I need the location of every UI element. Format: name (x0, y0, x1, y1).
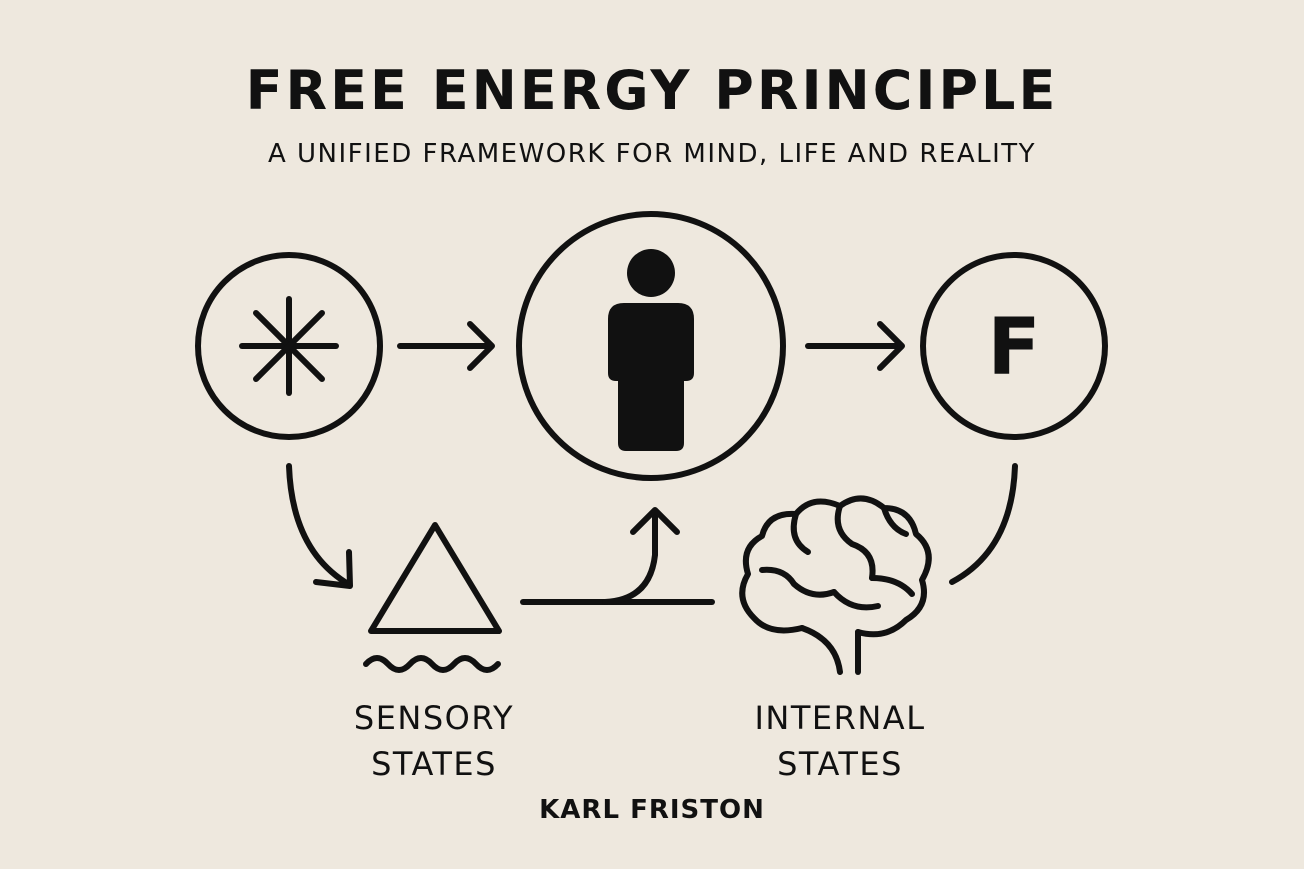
free-energy-node: F (920, 252, 1108, 440)
sensory-states-label: SENSORY STATES (284, 695, 584, 787)
arrow-internal-to-free-energy (949, 463, 1018, 585)
environment-node (195, 252, 383, 440)
person-icon (608, 249, 694, 451)
internal-states-label: INTERNAL STATES (690, 695, 990, 787)
letter-f-icon: F (987, 303, 1040, 393)
triangle-waves-icon (363, 522, 502, 673)
internal-states-node (739, 495, 932, 675)
arrow-environment-to-sensory (286, 463, 353, 589)
diagram-title: FREE ENERGY PRINCIPLE (245, 59, 1059, 122)
arrow-environment-to-agent (397, 321, 495, 371)
sensory-label-line2: STATES (371, 745, 497, 783)
sensory-label-line1: SENSORY (353, 699, 515, 737)
author-name: KARL FRISTON (539, 795, 765, 825)
sensory-states-node (363, 522, 502, 673)
internal-label-line2: STATES (777, 745, 903, 783)
arrow-agent-to-free-energy (805, 321, 905, 371)
brain-icon (739, 495, 932, 675)
arrow-sensory-to-agent (520, 507, 715, 605)
internal-label-line1: INTERNAL (754, 699, 926, 737)
asterisk-icon (239, 296, 339, 396)
diagram-subtitle: A UNIFIED FRAMEWORK FOR MIND, LIFE AND R… (267, 139, 1037, 169)
agent-node (516, 211, 786, 481)
